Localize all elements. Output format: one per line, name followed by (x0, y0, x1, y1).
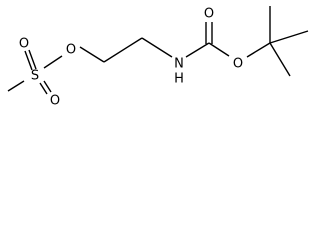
atom-sulfur: S (31, 69, 39, 84)
bond-tbutyl-down (269, 42, 291, 77)
bond-sulfur-oxygen-top-b (28, 49, 37, 70)
atom-oxygen-tbutoxy: O (233, 57, 243, 72)
atom-oxygen-sulfonyl-top: O (19, 37, 29, 52)
bond-sulfur-oxygen-bottom-a (39, 82, 48, 95)
bond-ch2-ch2 (103, 37, 143, 63)
bond-carbonyl-alkoxy-oxygen (208, 42, 230, 57)
bond-tbutyl-right (269, 30, 309, 44)
bond-sulfur-ester-oxygen (43, 55, 63, 69)
atom-oxygen-carbonyl: O (204, 7, 214, 22)
atom-nitrogen: N (174, 57, 184, 72)
structural-formula: O S O O N H O O (7, 6, 309, 109)
bond-ester-oxygen-ch2 (79, 46, 105, 63)
bond-methyl-sulfur (7, 80, 25, 92)
bond-ch2-nitrogen (141, 37, 173, 58)
atom-oxygen-sulfonyl-bottom: O (50, 94, 60, 109)
atom-hydrogen: H (174, 72, 184, 87)
bond-sulfur-oxygen-top-a (24, 50, 33, 71)
atom-labels: O S O O N H O O (19, 7, 243, 109)
bond-alkoxy-oxygen-quaternary (246, 42, 271, 58)
bond-sulfur-oxygen-bottom-b (43, 80, 52, 93)
atom-oxygen-ester: O (66, 43, 76, 58)
bond-nitrogen-carbonyl (185, 42, 210, 58)
bond-skeleton (7, 6, 309, 95)
